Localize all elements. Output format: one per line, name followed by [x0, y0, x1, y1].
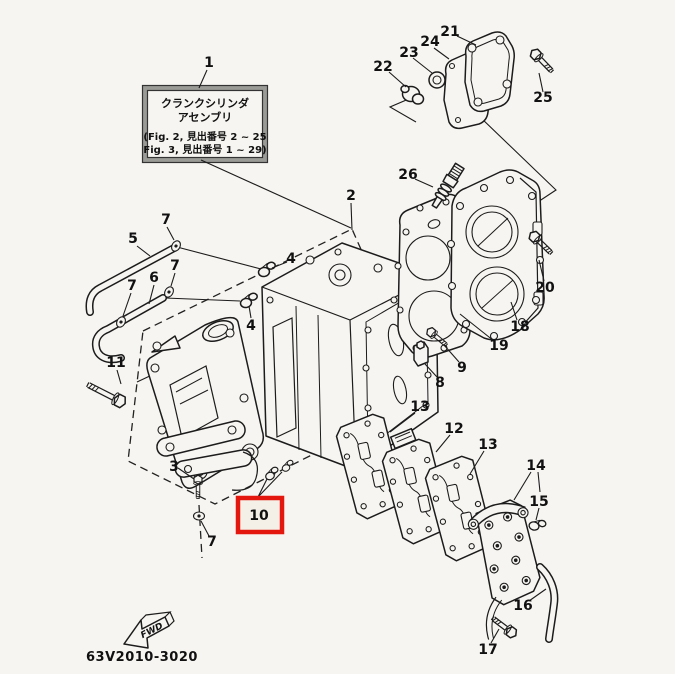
cylinder-head [446, 169, 545, 341]
callout-7c[interactable]: 7 [127, 278, 137, 294]
mount-arms [156, 420, 259, 491]
callout-11[interactable]: 11 [106, 355, 125, 371]
callout-17[interactable]: 17 [478, 642, 497, 658]
info-box: クランクシリンダ アセンブリ (Fig. 2, 見出番号 2 ~ 25 Fig.… [141, 84, 269, 164]
part-6-hose [91, 294, 167, 364]
callout-23[interactable]: 23 [399, 45, 418, 61]
callout-22[interactable]: 22 [373, 59, 392, 75]
callout-20[interactable]: 20 [535, 280, 555, 296]
callout-18[interactable]: 18 [510, 319, 529, 335]
callout-7b[interactable]: 7 [170, 258, 180, 274]
part-4-fitting-upper [256, 260, 278, 279]
part-15-fitting [527, 516, 548, 534]
info-box-ref-2: Fig. 3, 見出番号 1 ~ 29) [143, 143, 266, 156]
part-5-hose [85, 243, 180, 316]
info-box-ref-1: (Fig. 2, 見出番号 2 ~ 25 [143, 130, 266, 143]
callout-9[interactable]: 9 [457, 360, 467, 376]
part-14-assembly [467, 499, 541, 640]
leader-lines [116, 35, 547, 644]
part-10-fittings [262, 459, 296, 482]
info-box-title-1: クランクシリンダ [161, 96, 249, 110]
callout-6[interactable]: 6 [149, 270, 159, 286]
callout-21[interactable]: 21 [440, 24, 459, 40]
callout-13b[interactable]: 13 [478, 437, 497, 453]
callout-25[interactable]: 25 [533, 90, 552, 106]
info-box-title-2: アセンブリ [178, 110, 232, 124]
callouts: 1 2 3 4 4 5 6 7 7 7 7 8 9 11 12 13 13 14… [106, 24, 555, 658]
callout-3[interactable]: 3 [169, 459, 179, 475]
part-8-anode [413, 340, 429, 367]
callout-7a[interactable]: 7 [161, 212, 171, 228]
spark-plug [431, 162, 465, 209]
callout-4b[interactable]: 4 [246, 318, 256, 334]
callout-7d[interactable]: 7 [207, 534, 217, 550]
part-23-seal [428, 71, 446, 89]
callout-4a[interactable]: 4 [286, 251, 296, 267]
callout-16[interactable]: 16 [513, 598, 532, 614]
part-11-bolt [86, 382, 126, 409]
callout-5[interactable]: 5 [128, 231, 138, 247]
callout-10[interactable]: 10 [249, 508, 269, 524]
fwd-arrow: FWD [123, 611, 175, 649]
callout-26[interactable]: 26 [398, 167, 417, 183]
callout-1[interactable]: 1 [204, 55, 214, 71]
callout-24[interactable]: 24 [420, 34, 440, 50]
callout-12[interactable]: 12 [444, 421, 463, 437]
callout-8[interactable]: 8 [435, 375, 445, 391]
part-16-hose [536, 563, 559, 643]
part-21-cover [464, 31, 515, 113]
part-25-bolt [527, 45, 557, 76]
figure-code: 63V2010-3020 [86, 650, 198, 665]
part-10-highlight-box [235, 495, 285, 535]
callout-13a[interactable]: 13 [410, 399, 429, 415]
callout-2[interactable]: 2 [346, 188, 356, 204]
callout-15[interactable]: 15 [529, 494, 548, 510]
part-22-fitting [400, 84, 425, 105]
callout-14[interactable]: 14 [526, 458, 546, 474]
callout-19[interactable]: 19 [489, 338, 508, 354]
cylinder-block [261, 242, 439, 471]
part-17-bolt [488, 613, 520, 641]
part-12-plate [378, 427, 454, 548]
part-10-highlight[interactable]: 10 [235, 495, 285, 535]
